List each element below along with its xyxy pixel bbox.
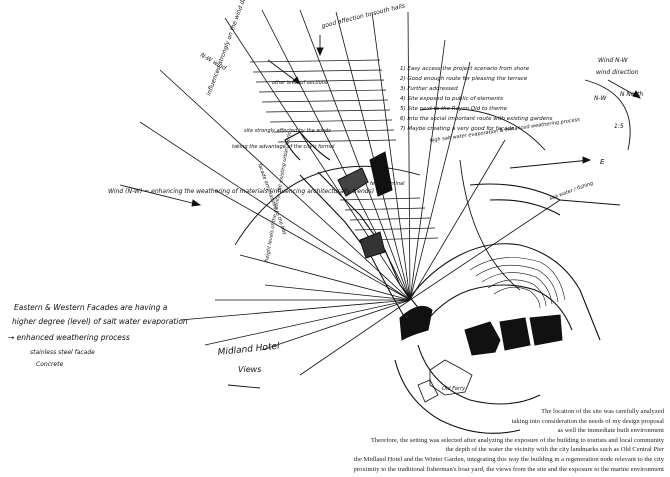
facade-notes: Eastern & Western Facades are having a h… bbox=[8, 303, 188, 368]
note-wind-right-1: Wind N-W bbox=[598, 57, 629, 64]
list-item: 7) Maybe creating a very good for facade bbox=[400, 126, 515, 132]
note-north: N North bbox=[620, 91, 643, 98]
radiating-lines bbox=[139, 9, 561, 376]
description-line: the depth of the water the vicinity with… bbox=[445, 446, 664, 454]
description-line: Therefore, the setting was selected afte… bbox=[370, 436, 664, 444]
note-left-a: influenced strongly on the wind during s… bbox=[205, 0, 261, 97]
list-item: 5) Site next to the Rayon Old to theme bbox=[400, 106, 508, 112]
note-top-center: good affection to south hails bbox=[321, 2, 406, 30]
note-left-c: taking the advantage of the city's forma… bbox=[232, 144, 335, 150]
requirement-list: 1) Easy access the project scenario from… bbox=[400, 66, 581, 144]
description-line: the Midland Hotel and the Winter Garden,… bbox=[353, 455, 664, 463]
list-item: 1) Easy access the project scenario from… bbox=[400, 66, 530, 72]
note-old-ferry: Old Ferry bbox=[442, 386, 466, 392]
hotel-block bbox=[417, 359, 473, 403]
note-wind-right-3: N-W bbox=[594, 95, 608, 102]
note-center: other level of sections bbox=[272, 80, 328, 86]
site-description: The location of the site was carefully a… bbox=[330, 407, 664, 474]
note-left-b: site strongly affected by the winds bbox=[244, 128, 331, 134]
note-ferry: ferry terminal bbox=[370, 181, 405, 187]
list-item: 3) Further addressed bbox=[400, 86, 458, 92]
description-line: The location of the site was carefully a… bbox=[541, 408, 664, 415]
list-item: 6) Into the social important route with … bbox=[400, 116, 553, 122]
note-east: E bbox=[600, 158, 605, 166]
list-item: 4) Site exposed to public of elements bbox=[400, 96, 503, 102]
note-facade-1: Eastern & Western Facades are having a bbox=[14, 303, 168, 312]
note-facade-2: higher degree (level) of salt water evap… bbox=[12, 317, 188, 326]
description-line: proximity to the traditional fisherman's… bbox=[353, 465, 664, 473]
note-wind-center-left: Wind (N-W) = enhancing the weathering of… bbox=[108, 188, 374, 195]
note-facade-5: Concrete bbox=[36, 361, 63, 368]
dark-masses bbox=[337, 151, 563, 356]
note-facade-4: stainless steel facade bbox=[30, 349, 95, 356]
note-sw: sea water / fishing bbox=[549, 180, 594, 201]
views-label: Views bbox=[238, 365, 261, 374]
wind-direction-notes: Wind N-W wind direction N-W N North 1:5 bbox=[594, 57, 643, 130]
hotel-label: Midland Hotel bbox=[217, 341, 280, 357]
hatch-band bbox=[249, 59, 439, 241]
list-item: 2) Good enough route for pleasing the te… bbox=[400, 76, 528, 82]
note-scale: 1:5 bbox=[614, 123, 624, 130]
description-line: as well the immediate built environment bbox=[557, 427, 664, 435]
note-wind-right-2: wind direction bbox=[596, 69, 639, 76]
wind-arrows bbox=[119, 35, 641, 389]
description-line: taking into consideration the needs of m… bbox=[511, 417, 664, 425]
note-facade-3: → enhanced weathering process bbox=[8, 333, 130, 342]
ring-buildings bbox=[469, 257, 566, 309]
